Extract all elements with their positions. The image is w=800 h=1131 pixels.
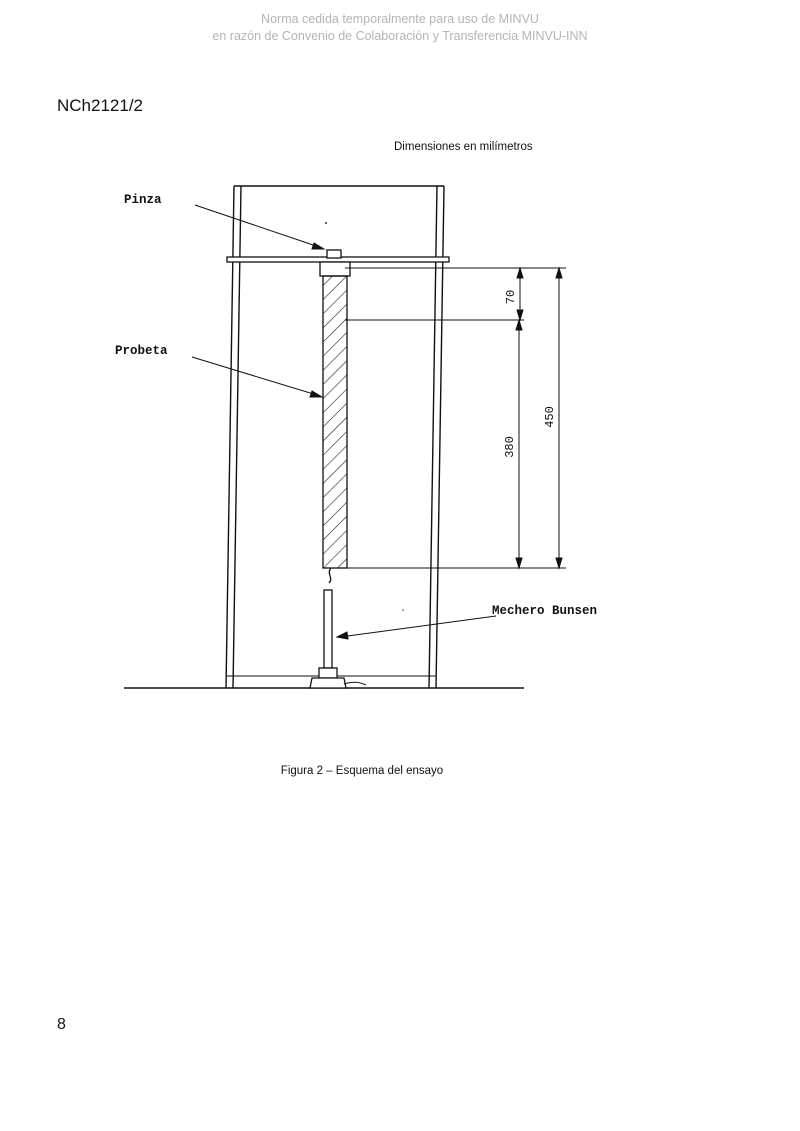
- figure-caption: Figura 2 – Esquema del ensayo: [280, 765, 444, 777]
- page-number: 8: [57, 1016, 66, 1033]
- label-probeta: Probeta: [115, 344, 168, 358]
- specimen: [322, 275, 348, 569]
- dimension-arrow-380: [515, 318, 523, 570]
- clamp: [319, 249, 351, 277]
- dimension-label-70: 70: [504, 290, 518, 304]
- cabinet-outline: [225, 185, 445, 689]
- leader-lines: [191, 204, 497, 640]
- bunsen-burner: [309, 589, 367, 689]
- dimension-label-450: 450: [543, 406, 557, 428]
- speck: [325, 222, 327, 224]
- document-code: NCh2121/2: [57, 96, 144, 115]
- watermark-line-1: Norma cedida temporalmente para uso de M…: [261, 12, 539, 26]
- specimen-hook: [328, 567, 332, 584]
- units-note: Dimensiones en milímetros: [394, 141, 533, 153]
- label-mechero-bunsen: Mechero Bunsen: [492, 604, 597, 618]
- dimension-arrow-70: [516, 266, 524, 322]
- dimension-label-380: 380: [503, 436, 517, 458]
- watermark-line-2: en razón de Convenio de Colaboración y T…: [212, 29, 588, 43]
- dimension-arrow-450: [555, 266, 563, 570]
- speck: [402, 609, 404, 611]
- label-pinza: Pinza: [124, 193, 162, 207]
